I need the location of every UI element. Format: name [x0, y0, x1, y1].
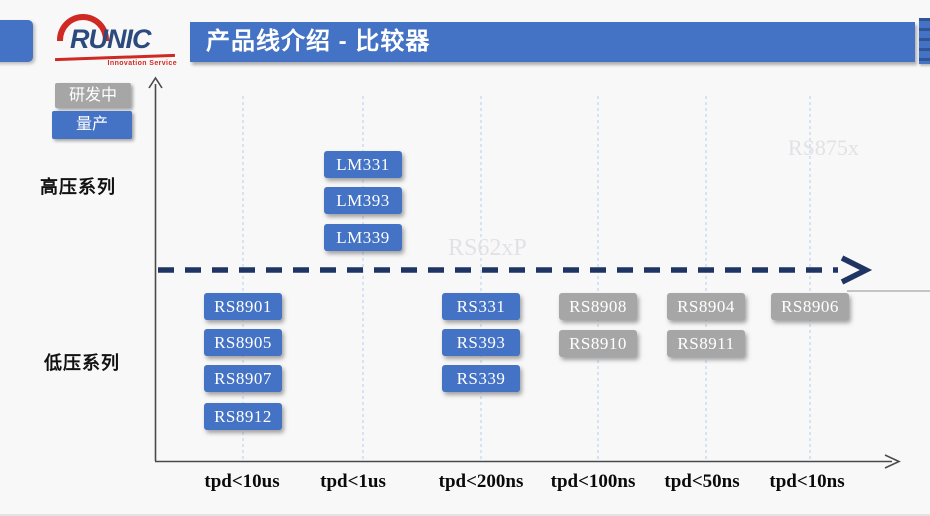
product-box-rs8901: RS8901: [204, 293, 282, 320]
row-label-high-voltage: 高压系列: [40, 177, 116, 197]
runic-logo: RUNIC Innovation Service: [54, 11, 179, 67]
product-box-rs8912: RS8912: [204, 403, 282, 430]
x-tick-label: tpd<10ns: [769, 471, 845, 492]
product-box-rs8910: RS8910: [559, 330, 637, 357]
y-axis-arrow-icon: [148, 76, 163, 89]
watermark: RS875x: [788, 135, 859, 160]
watermark: RS62xP: [448, 235, 527, 261]
row-label-low-voltage: 低压系列: [44, 353, 120, 373]
product-box-rs8911: RS8911: [667, 330, 745, 357]
product-box-rs339: RS339: [442, 365, 520, 392]
product-box-rs8905: RS8905: [204, 329, 282, 356]
product-box-rs8906: RS8906: [771, 293, 849, 320]
corner-accent-left: [0, 20, 33, 62]
x-tick-label: tpd<10us: [204, 471, 280, 492]
corner-accent-right: [919, 18, 930, 64]
faint-line: [847, 290, 930, 292]
logo-arc-icon: [57, 14, 109, 41]
product-box-rs8907: RS8907: [204, 365, 282, 392]
product-box-rs331: RS331: [442, 293, 520, 320]
product-box-lm331: LM331: [324, 151, 402, 178]
logo-brand-text: RUNIC: [70, 24, 151, 54]
legend-item-mass-production: 量产: [52, 111, 132, 139]
product-box-rs393: RS393: [442, 329, 520, 356]
logo-tagline: Innovation Service: [107, 60, 177, 67]
legend-item-in-development: 研发中: [55, 83, 131, 108]
roadmap-arrowhead-icon: [840, 255, 873, 285]
product-box-rs8908: RS8908: [559, 293, 637, 320]
x-tick-label: tpd<200ns: [438, 471, 524, 492]
x-tick-label: tpd<1us: [320, 471, 386, 492]
product-box-rs8904: RS8904: [667, 293, 745, 320]
page-title: 产品线介绍 - 比较器: [190, 22, 915, 62]
x-tick-label: tpd<50ns: [664, 471, 740, 492]
x-tick-label: tpd<100ns: [550, 471, 636, 492]
x-axis-arrow-icon: [884, 454, 901, 469]
product-box-lm339: LM339: [324, 224, 402, 251]
product-box-lm393: LM393: [324, 187, 402, 214]
